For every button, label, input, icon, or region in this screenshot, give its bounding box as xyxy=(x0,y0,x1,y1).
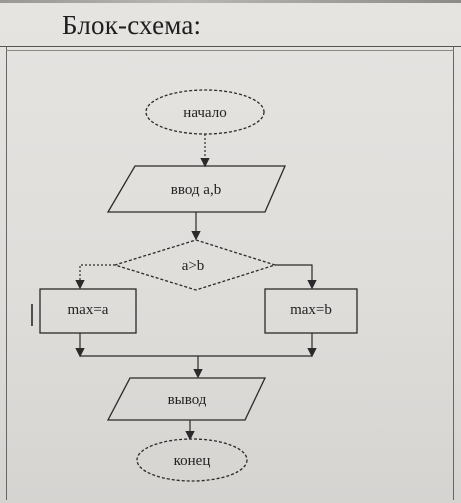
page-title: Блок-схема: xyxy=(62,10,202,40)
condition-label: a>b xyxy=(182,258,205,274)
branch-right xyxy=(275,264,317,290)
start-label: начало xyxy=(183,105,226,121)
end-label: конец xyxy=(174,453,211,469)
input-parallelogram xyxy=(106,165,286,213)
right-process-box xyxy=(264,288,358,334)
divider xyxy=(6,50,454,51)
output-parallelogram xyxy=(106,377,267,421)
diagram-frame xyxy=(6,46,454,500)
branch-left xyxy=(75,264,115,290)
left-process-box xyxy=(39,288,137,334)
output-label: вывод xyxy=(168,392,207,408)
condition-diamond xyxy=(112,239,278,291)
left-process-label: max=a xyxy=(68,302,109,318)
end-terminal xyxy=(136,438,248,482)
input-label: ввод a,b xyxy=(171,182,221,198)
top-rule xyxy=(0,0,461,3)
header: Блок-схема: xyxy=(0,0,461,47)
right-process-label: max=b xyxy=(290,302,332,318)
